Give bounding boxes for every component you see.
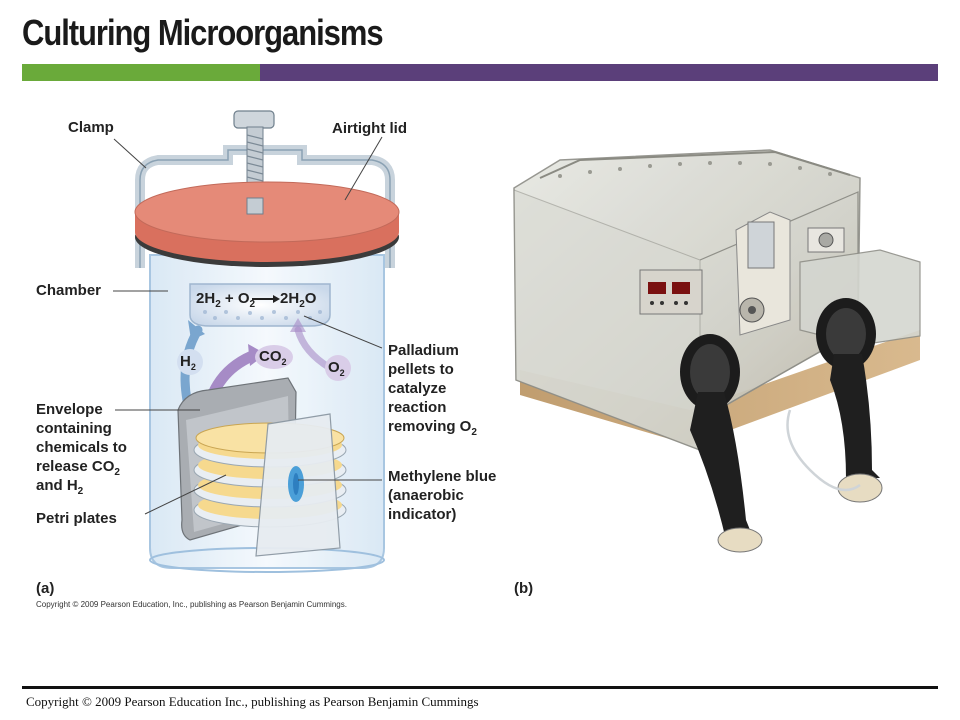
co2-label: CO2 <box>259 348 287 367</box>
page-title: Culturing Microorganisms <box>22 12 384 53</box>
airtight-lid <box>134 181 400 243</box>
label-palladium-2: pellets to <box>388 361 454 378</box>
figure-copyright: Copyright © 2009 Pearson Education, Inc.… <box>36 600 347 609</box>
footer-copyright: Copyright © 2009 Pearson Education Inc.,… <box>26 694 479 709</box>
label-part-a: (a) <box>36 580 54 597</box>
label-methylene-2: (anaerobic <box>388 487 464 504</box>
palladium-pellet-chamber <box>189 283 331 327</box>
control-panel <box>639 269 703 315</box>
o2-label: O2 <box>328 359 345 378</box>
label-palladium-4: reaction <box>388 399 446 416</box>
label-clamp: Clamp <box>68 119 114 136</box>
anaerobic-jar-diagram: 2H2 + O2 2H2O H2 CO2 O2 <box>36 110 496 609</box>
label-palladium-1: Palladium <box>388 342 459 359</box>
label-chamber: Chamber <box>36 282 101 299</box>
label-petri-plates: Petri plates <box>36 510 117 527</box>
footer-divider <box>22 686 938 689</box>
h2-label: H2 <box>180 353 196 372</box>
glove-box-photo: (b) <box>513 149 921 597</box>
glove-left <box>690 392 752 540</box>
o2-bubble <box>325 355 351 381</box>
label-envelope-5: and H2 <box>36 477 84 497</box>
label-envelope-4: release CO2 <box>36 458 120 478</box>
label-envelope-3: chemicals to <box>36 439 127 456</box>
label-envelope-1: Envelope <box>36 401 103 418</box>
label-palladium-3: catalyze <box>388 380 446 397</box>
co2-bubble <box>255 345 293 369</box>
title-accent-bar-purple <box>260 64 938 81</box>
label-methylene-3: indicator) <box>388 506 456 523</box>
title-accent-bar-green <box>22 64 260 81</box>
label-airtight-lid: Airtight lid <box>332 120 407 137</box>
label-palladium-5: removing O2 <box>388 418 477 438</box>
glove-right <box>830 354 880 478</box>
label-methylene-1: Methylene blue <box>388 468 496 485</box>
reaction-equation: 2H2 + O2 <box>196 290 256 310</box>
h2-bubble <box>177 349 203 375</box>
label-envelope-2: containing <box>36 420 112 437</box>
label-part-b: (b) <box>514 580 533 597</box>
reaction-product: 2H2O <box>280 290 317 310</box>
clamp-screw-knob <box>233 110 275 129</box>
